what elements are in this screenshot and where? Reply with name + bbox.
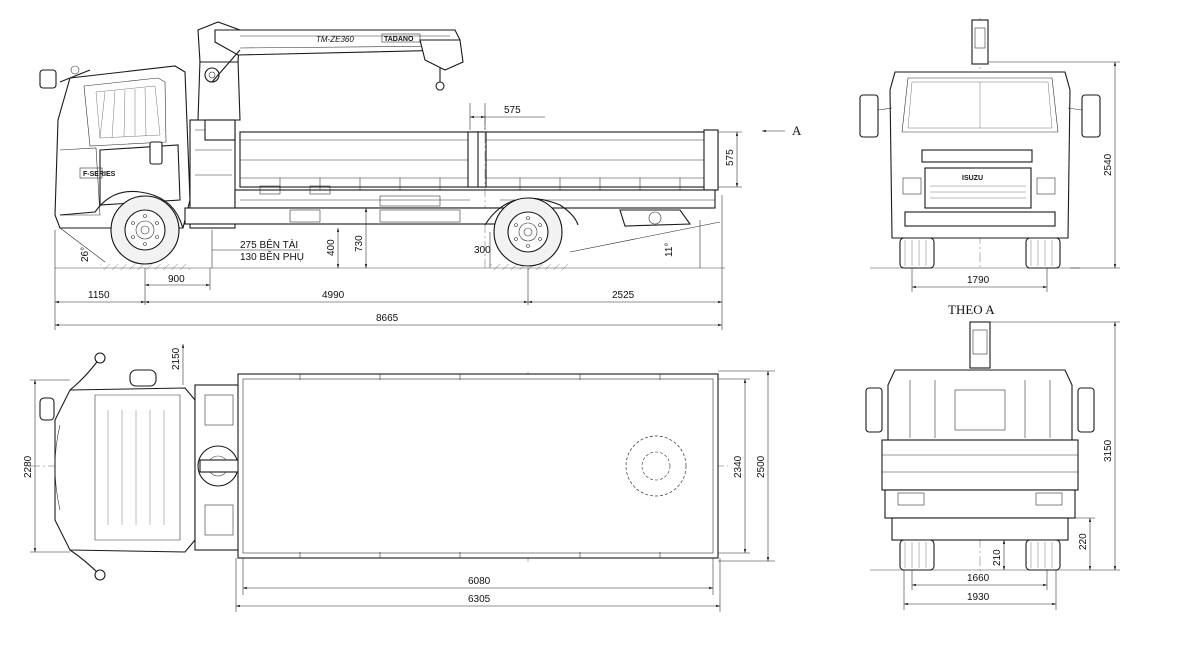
dim-cab-width: 2280 (23, 455, 34, 478)
dim-h-730: 730 (354, 235, 365, 252)
front-wheel-side (110, 195, 180, 265)
chassis-side (184, 207, 692, 227)
cab-badge-side: F-SERIES (83, 171, 116, 178)
dim-deck-inner-length: 6080 (468, 576, 491, 587)
side-dimensions: 575 575 A 26° 11° 275 BÊN TÀI 130 BÊN PH… (54, 103, 802, 330)
dim-rear-width: 1930 (967, 592, 990, 603)
dim-rear-overhang: 2525 (612, 290, 635, 301)
dim-ground-130: 130 BÊN PHỤ (240, 250, 304, 263)
dim-rear-track: 1660 (967, 573, 990, 584)
rear-view: THEO A 31 (865, 302, 1120, 610)
dim-rear-210: 210 (992, 549, 1003, 566)
crane-model-label: TM-ZE360 (316, 35, 354, 44)
view-arrow-label: A (792, 123, 802, 138)
dim-deck-inner-width: 2340 (733, 455, 744, 478)
rear-wheel-side (484, 197, 579, 267)
dim-overall-length: 8665 (376, 313, 399, 324)
truck-cab: F-SERIES (54, 65, 191, 229)
dim-rear-220: 220 (1078, 533, 1089, 550)
truck-brand-front: ISUZU (962, 175, 983, 182)
dim-front-900: 900 (168, 274, 185, 285)
top-view: 2280 2150 2340 2500 6080 6305 (23, 344, 775, 612)
dim-rear-height: 3150 (1103, 439, 1114, 462)
side-view: F-SERIES TM-ZE360 (39, 21, 802, 330)
dim-cab-2150: 2150 (171, 347, 182, 370)
view-label: THEO A (948, 302, 995, 317)
dim-deck-575-v: 575 (725, 149, 736, 166)
dim-deck-575-h: 575 (504, 105, 521, 116)
dim-h-400: 400 (326, 239, 337, 256)
dim-wheelbase: 4990 (322, 290, 345, 301)
dim-front-track: 1790 (967, 275, 990, 286)
dim-front-overhang: 1150 (88, 290, 110, 301)
dim-deck-outer-length: 6305 (468, 594, 491, 605)
dim-deck-outer-width: 2500 (756, 455, 767, 478)
crane-brand-label: TADANO (384, 36, 414, 43)
dim-h-300: 300 (474, 245, 491, 256)
dim-ground-275: 275 BÊN TÀI (240, 238, 298, 251)
dim-angle-front: 26° (80, 247, 91, 262)
front-view: ISUZU 2540 1790 (859, 18, 1120, 292)
dim-front-height: 2540 (1103, 153, 1114, 176)
cargo-deck-side (234, 115, 719, 268)
side-mirror (39, 65, 91, 89)
dim-angle-rear: 11° (664, 243, 675, 257)
